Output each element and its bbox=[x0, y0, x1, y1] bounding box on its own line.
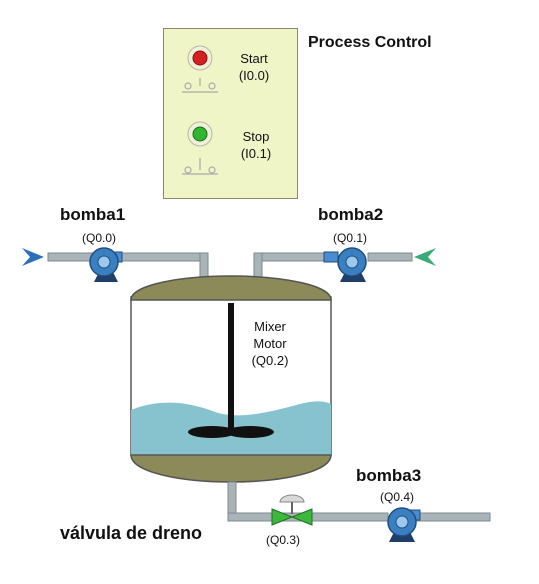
pipe-pump2-out bbox=[253, 252, 331, 262]
mixer-line1: Mixer bbox=[254, 319, 286, 334]
stop-switch-icon bbox=[182, 158, 218, 175]
mixer-label: Mixer Motor (Q0.2) bbox=[234, 318, 306, 369]
valve-address: (Q0.3) bbox=[266, 533, 301, 547]
stop-address: (I0.1) bbox=[240, 146, 272, 161]
start-address: (I0.0) bbox=[238, 68, 270, 83]
panel-title: Process Control bbox=[308, 34, 432, 51]
pump2-icon[interactable] bbox=[323, 247, 367, 282]
pump1-address: (Q0.0) bbox=[82, 231, 117, 245]
tank-top-cap bbox=[130, 275, 332, 301]
start-button[interactable] bbox=[180, 42, 220, 106]
valve-name: válvula de dreno bbox=[60, 523, 203, 543]
start-label-text: Start bbox=[240, 51, 268, 66]
start-label: Start (I0.0) bbox=[224, 50, 284, 84]
pump3-icon[interactable] bbox=[387, 507, 421, 542]
pipe-pump1-out bbox=[117, 252, 209, 262]
stop-label: Stop (I0.1) bbox=[226, 128, 286, 162]
pump2-address: (Q0.1) bbox=[333, 231, 368, 245]
inlet-pipe-left bbox=[47, 252, 95, 262]
pump1-icon[interactable] bbox=[89, 247, 123, 282]
inlet-pipe-right bbox=[367, 252, 413, 262]
pump3-address: (Q0.4) bbox=[380, 490, 415, 504]
start-switch-icon bbox=[182, 78, 218, 93]
tank-bottom-cap bbox=[130, 454, 332, 483]
mixer-line2: Motor bbox=[253, 336, 287, 351]
inlet-arrow-right-icon bbox=[414, 248, 436, 266]
stop-label-text: Stop bbox=[242, 129, 270, 144]
drain-valve-icon[interactable] bbox=[271, 494, 313, 526]
pump2-name: bomba2 bbox=[318, 205, 384, 224]
mixer-icon[interactable] bbox=[188, 303, 274, 438]
stop-button[interactable] bbox=[180, 118, 220, 182]
inlet-arrow-left-icon bbox=[22, 248, 44, 266]
mixer-address: (Q0.2) bbox=[251, 353, 289, 368]
outlet-pipe bbox=[411, 512, 491, 522]
pump1-name: bomba1 bbox=[60, 205, 126, 224]
pump3-name: bomba3 bbox=[356, 466, 422, 485]
